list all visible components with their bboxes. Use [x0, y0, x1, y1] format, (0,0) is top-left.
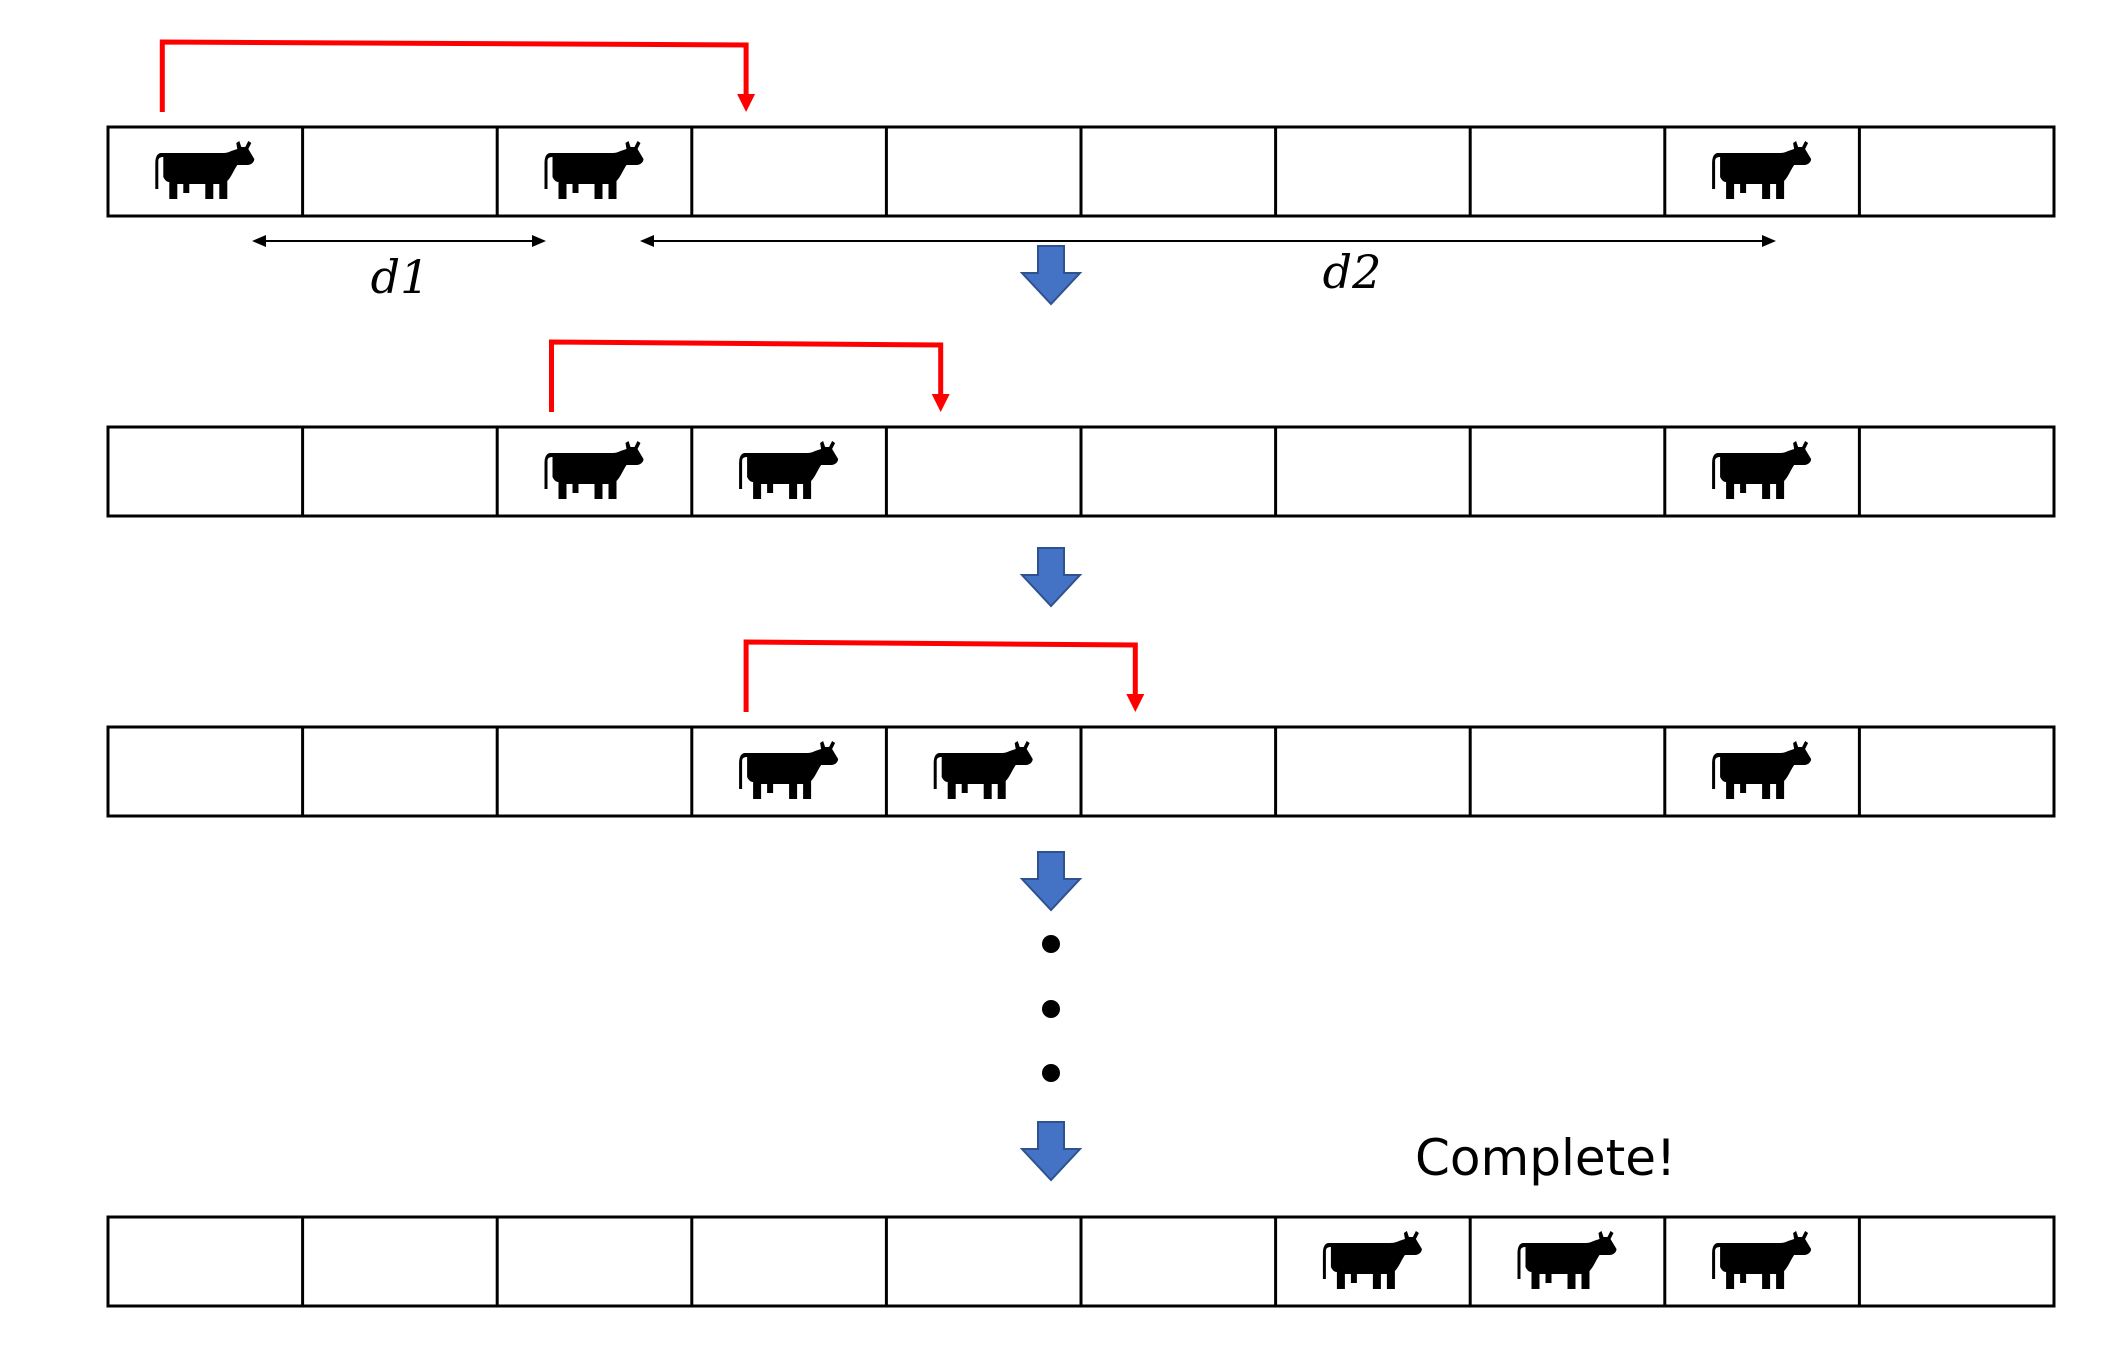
- d2-right-arrowhead: [1762, 235, 1776, 247]
- cow-icon: [933, 741, 1033, 799]
- jump-arrow-line: [743, 639, 1138, 712]
- cow-icon: [544, 141, 644, 199]
- jump-arrow: [549, 339, 950, 412]
- distance-d2: d2: [640, 235, 1776, 299]
- jump-arrowhead: [1126, 694, 1145, 712]
- jump-arrow: [159, 39, 756, 112]
- ellipsis-dot: [1042, 935, 1060, 953]
- jump-arrowhead: [737, 94, 756, 112]
- cow-icon: [739, 741, 839, 799]
- jump-arrow-layer: [159, 39, 1145, 712]
- d1-left-arrowhead: [252, 235, 266, 247]
- down-arrow-icon: [1019, 1121, 1083, 1182]
- d1-right-arrowhead: [532, 235, 546, 247]
- ellipsis-dot: [1042, 1064, 1060, 1082]
- down-arrow-icon: [1019, 245, 1083, 306]
- cow-icon: [544, 441, 644, 499]
- cow-icon: [155, 141, 255, 199]
- jump-arrowhead: [931, 394, 950, 412]
- row-step-2: [106, 425, 2056, 518]
- cow-icon: [1712, 441, 1812, 499]
- cow-icon: [739, 441, 839, 499]
- down-arrow-icon: [1019, 547, 1083, 608]
- row-initial: [106, 125, 2056, 218]
- d2-left-arrowhead: [640, 235, 654, 247]
- cow-icon: [1517, 1231, 1617, 1289]
- cow-icon: [1322, 1231, 1422, 1289]
- complete-label: Complete!: [1415, 1129, 1676, 1187]
- row-step-3: [106, 725, 2056, 818]
- cow-icon: [1712, 741, 1812, 799]
- down-arrow-icon: [1019, 851, 1083, 912]
- jump-arrow-line: [549, 339, 944, 412]
- distance-d1: d1: [252, 235, 546, 304]
- cow-icon: [1712, 1231, 1812, 1289]
- step-arrow-layer: [1019, 245, 1083, 1182]
- grid-rows: [106, 125, 2056, 1308]
- jump-arrow: [743, 639, 1145, 712]
- row-final: [106, 1215, 2056, 1308]
- jump-arrow-line: [159, 39, 749, 112]
- cow-icon: [1712, 141, 1812, 199]
- ellipsis: [1042, 935, 1060, 1082]
- d1-label: d1: [371, 250, 430, 304]
- ellipsis-dot: [1042, 1000, 1060, 1018]
- d2-label: d2: [1323, 245, 1382, 299]
- cow-layer: [155, 141, 1812, 1289]
